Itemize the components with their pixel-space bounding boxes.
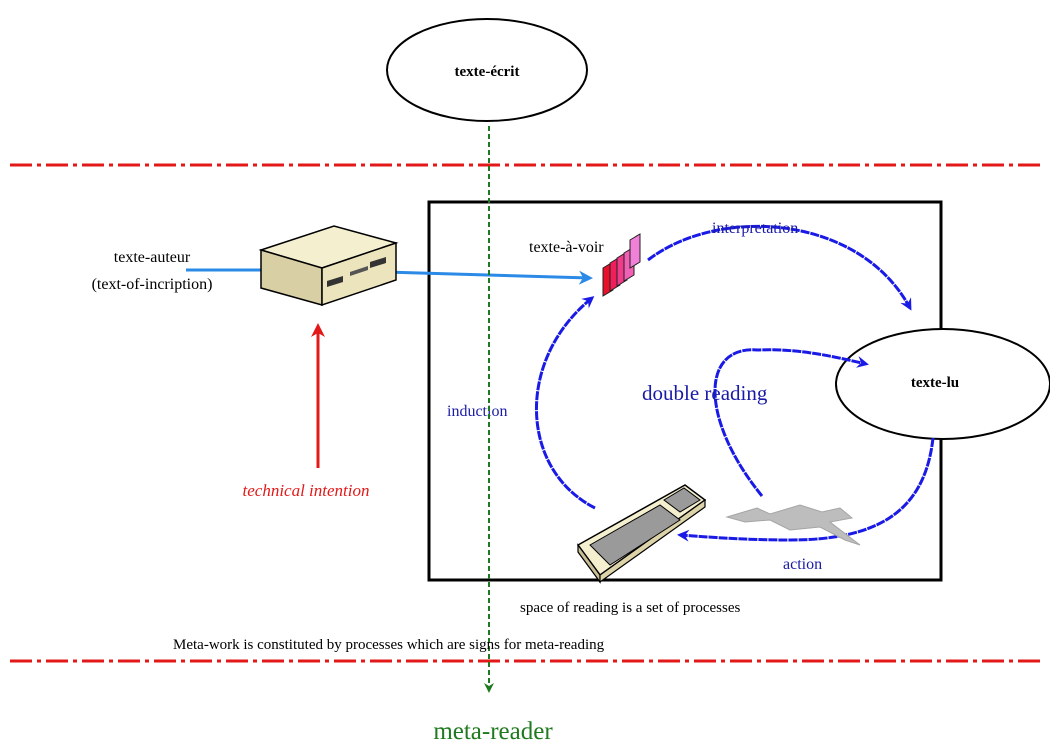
texte-ecrit-ellipse: [386, 18, 588, 122]
double-reading-curve: [713, 348, 869, 497]
keyboard-icon: [576, 484, 707, 584]
interpretation-curve: [647, 224, 912, 311]
space-caption: space of reading is a set of processes: [520, 600, 740, 616]
double-reading-label: double reading: [642, 381, 768, 405]
action-curve: [677, 437, 935, 542]
computer-tower-icon: [258, 225, 399, 307]
meta-reader-label: meta-reader: [433, 718, 553, 745]
texte-auteur-sublabel: (text-of-incription): [92, 276, 213, 293]
technical-intention-label: technical intention: [243, 481, 370, 500]
texte-auteur-label: texte-auteur: [114, 249, 191, 266]
texte-lu-label: texte-lu: [911, 375, 959, 391]
action-label: action: [783, 556, 822, 573]
induction-curve: [535, 296, 596, 510]
induction-label: induction: [447, 403, 507, 420]
gray-smudge-icon: [725, 504, 861, 546]
texte-ecrit-label: texte-écrit: [455, 64, 520, 80]
texte-a-voir-label: texte-à-voir: [529, 239, 604, 256]
author-to-pages-arrow: [384, 270, 593, 285]
metawork-caption: Meta-work is constituted by processes wh…: [173, 637, 605, 653]
pages-stack-icon: [602, 233, 641, 297]
interpretation-label: interpretation: [712, 220, 798, 237]
texte-lu-ellipse: [835, 328, 1050, 440]
